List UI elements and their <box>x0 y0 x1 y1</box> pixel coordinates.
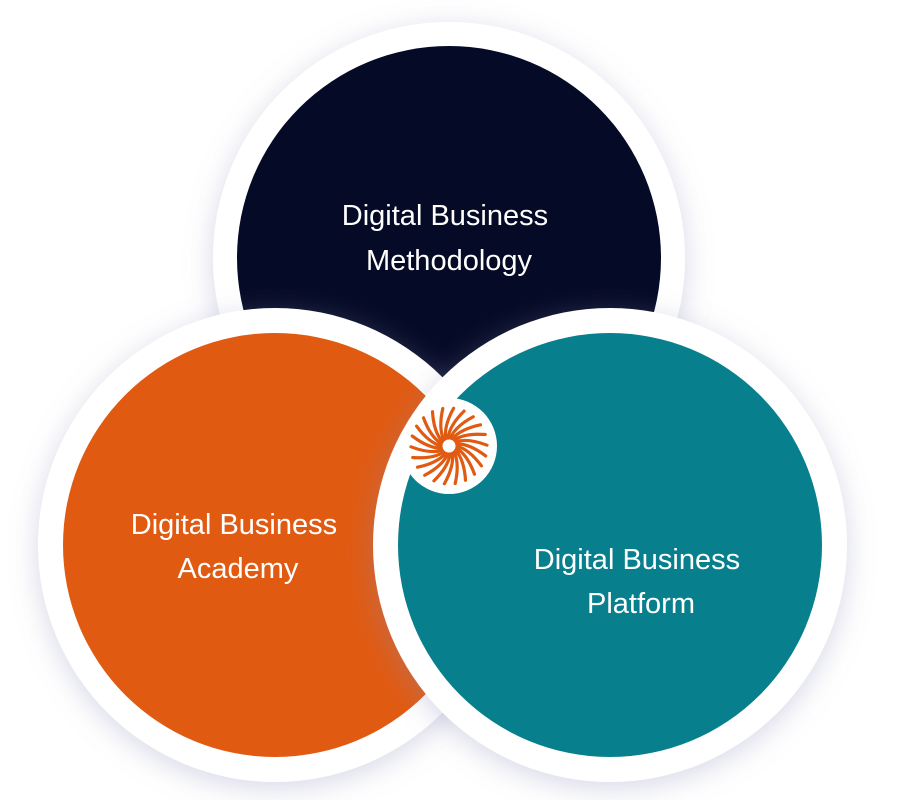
circle-academy-label-line-1: Digital Business <box>131 509 337 541</box>
center-logo-backdrop <box>401 398 497 494</box>
center-logo <box>401 398 497 494</box>
circle-academy-label-line-2: Academy <box>178 553 299 585</box>
swirl-blade <box>421 416 443 446</box>
circle-platform-fill <box>398 333 822 757</box>
circle-platform-label: Digital Business Platform <box>534 544 748 620</box>
swirl-blade <box>415 451 448 469</box>
swirl-blade <box>442 451 455 486</box>
circle-methodology-label: Digital Business Methodology <box>342 200 556 277</box>
swirl-blade <box>409 445 444 454</box>
circle-academy-fill <box>63 333 487 757</box>
swirl-blade <box>448 415 475 440</box>
swirl-blade <box>439 406 446 442</box>
swirl-blade <box>432 452 452 483</box>
swirl-blade <box>411 450 446 460</box>
circle-academy-label: Digital Business Academy <box>131 509 345 585</box>
circle-methodology-label-line-1: Digital Business <box>342 200 548 232</box>
circle-platform-label-line-1: Digital Business <box>534 544 740 576</box>
circle-methodology-label-line-2: Methodology <box>366 245 533 277</box>
swirl-logo-icon <box>409 406 489 486</box>
circle-platform: Digital Business Platform <box>373 308 847 782</box>
swirl-blade <box>452 432 487 442</box>
swirl-blade <box>430 410 444 444</box>
swirl-blade <box>454 448 468 482</box>
swirl-blade <box>455 446 477 476</box>
circle-platform-label-line-2: Platform <box>587 588 695 620</box>
swirl-blade <box>410 434 443 450</box>
swirl-blade <box>455 442 488 458</box>
swirl-blade <box>415 424 443 448</box>
swirl-blade <box>450 423 483 441</box>
circle-academy: Digital Business Academy <box>38 308 512 782</box>
swirl-blade <box>443 406 456 441</box>
swirl-blade <box>423 452 450 477</box>
swirl-blade <box>454 438 489 447</box>
swirl-blade <box>455 444 483 468</box>
swirl-blade <box>446 409 466 440</box>
swirl-blade <box>452 450 459 486</box>
